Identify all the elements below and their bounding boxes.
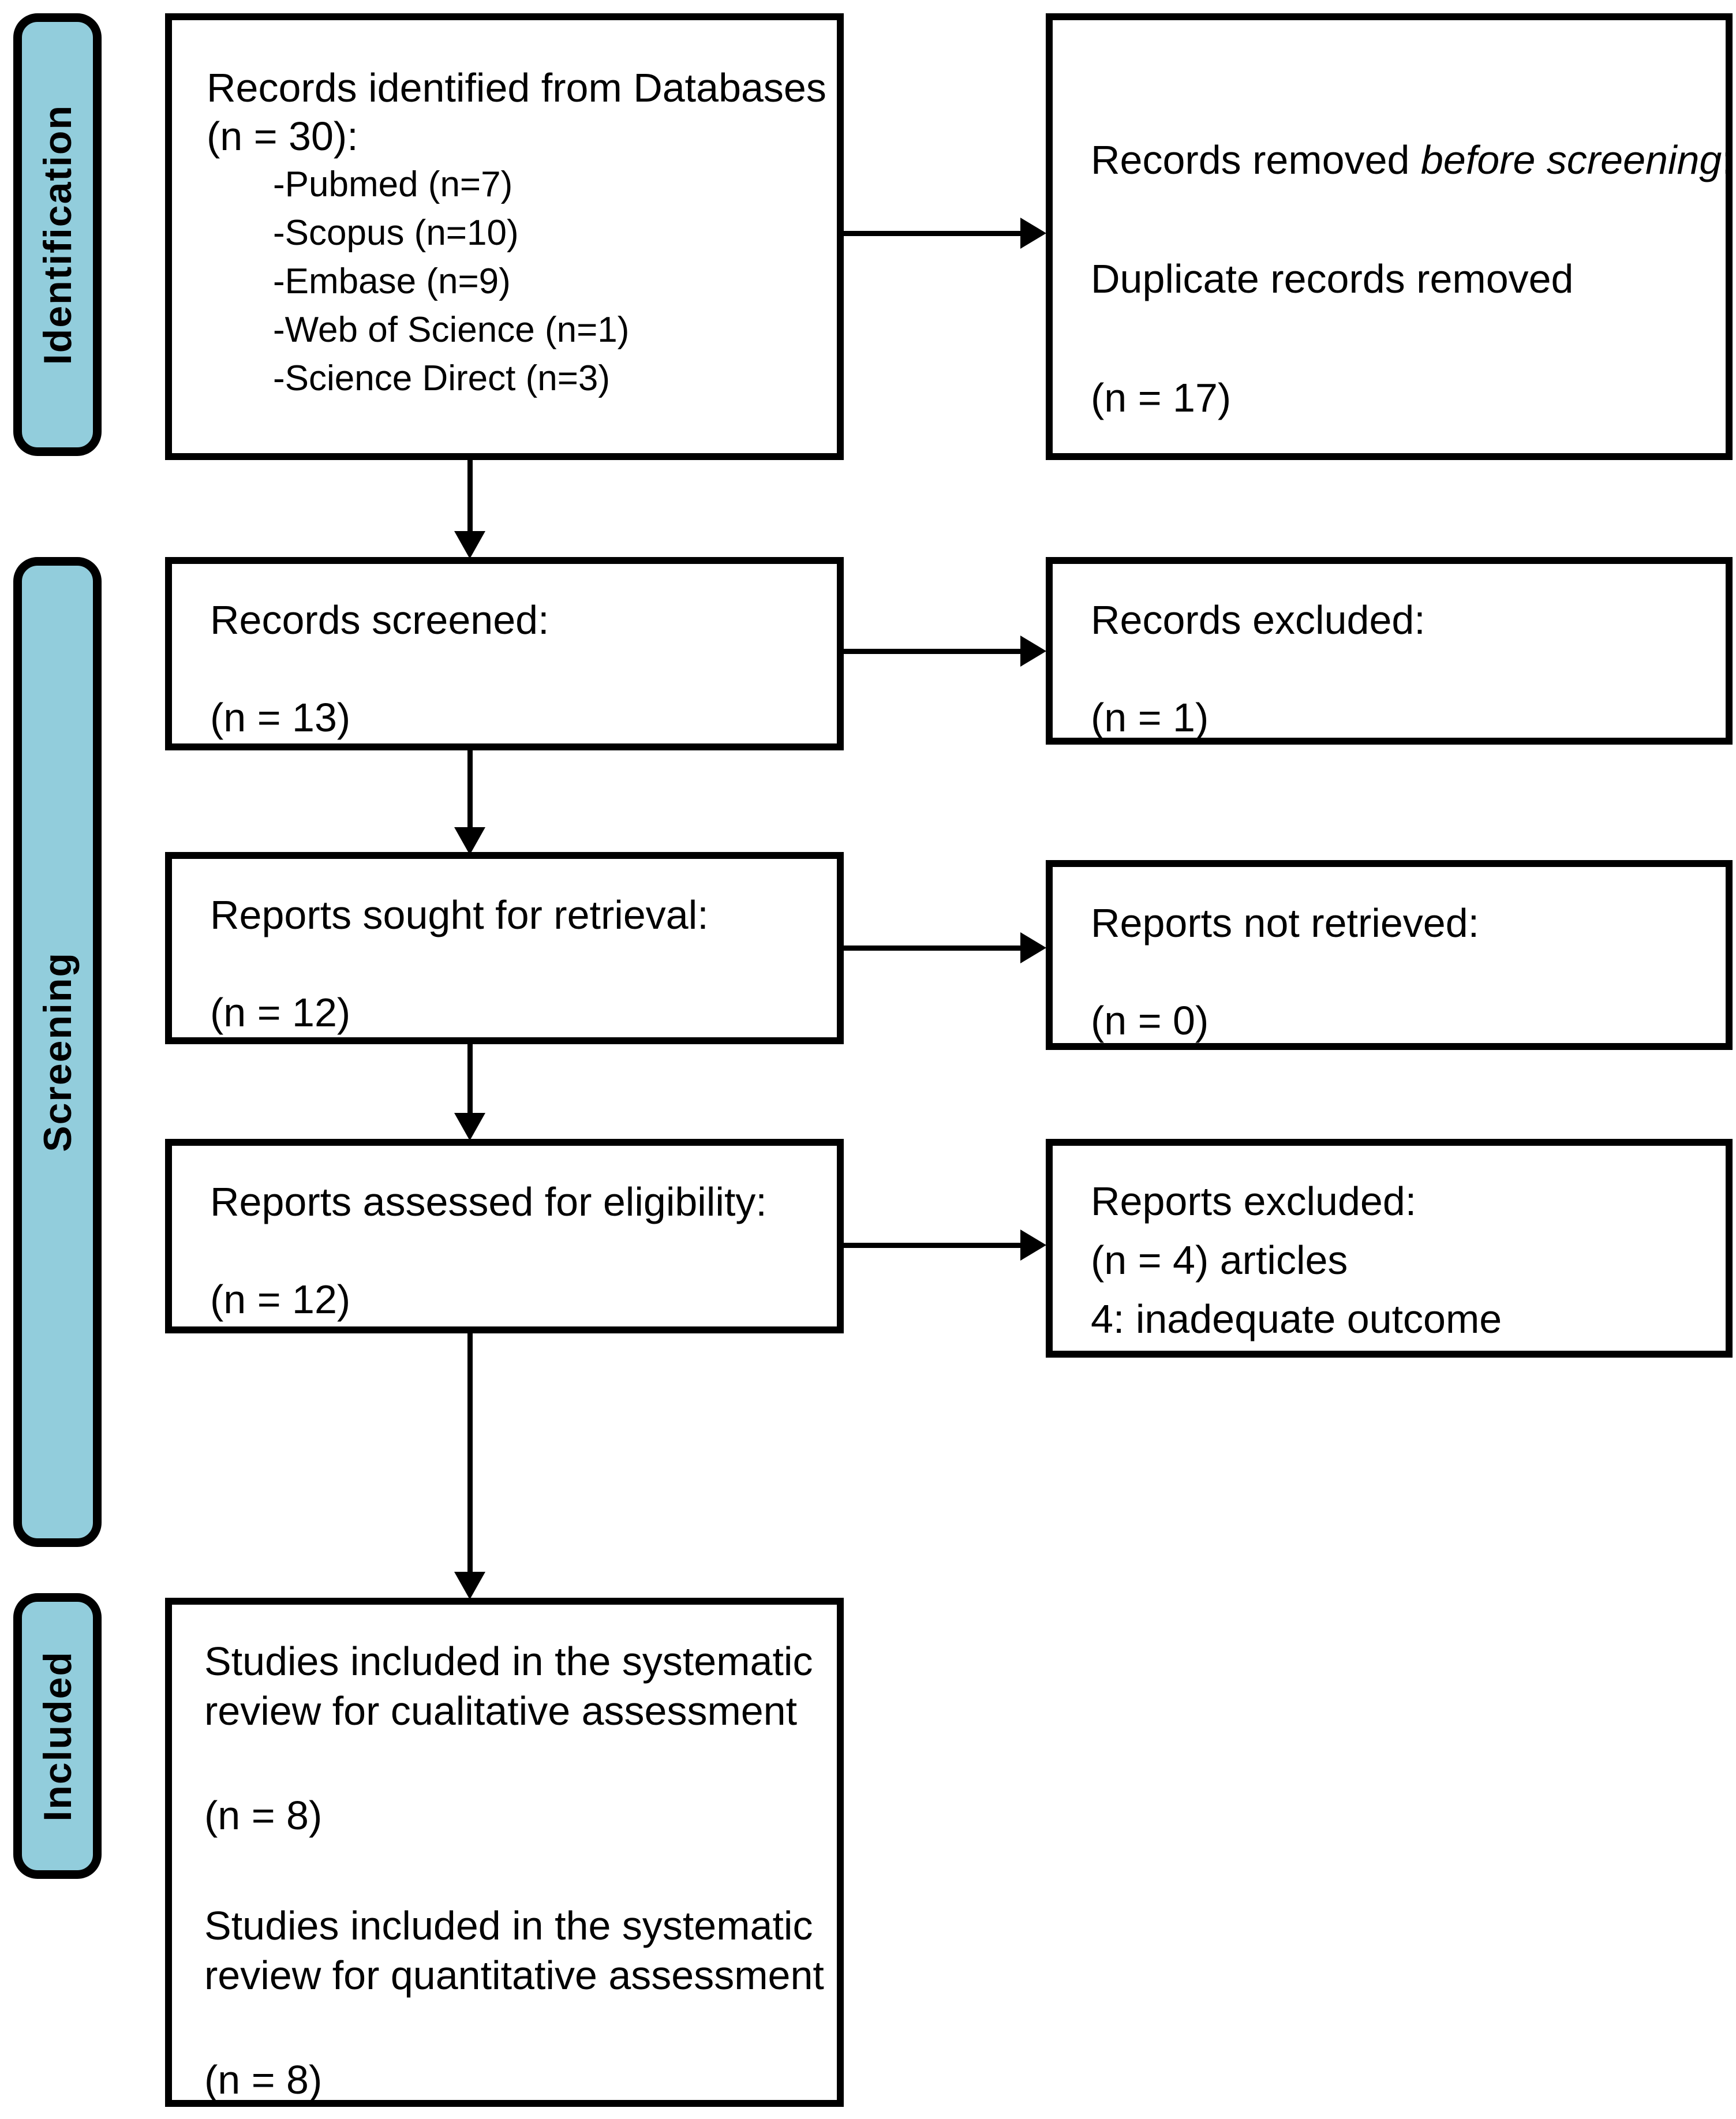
arrow-assessed-to-included-line bbox=[467, 1333, 473, 1572]
records-excluded-count: (n = 1) bbox=[1091, 695, 1209, 740]
reports-not-retrieved-count: (n = 0) bbox=[1091, 998, 1209, 1043]
db-item-embase: -Embase (n=9) bbox=[273, 261, 511, 301]
box-reports-assessed: Reports assessed for eligibility: (n = 1… bbox=[165, 1139, 844, 1333]
quantitative-line1: Studies included in the systematic bbox=[204, 1903, 813, 1948]
stage-label-identification: Identification bbox=[35, 104, 80, 365]
stage-label-screening: Screening bbox=[35, 952, 80, 1152]
arrow-sought-to-not-retrieved-head-icon bbox=[1020, 932, 1046, 963]
box-records-identified: Records identified from Databases (n = 3… bbox=[165, 13, 844, 460]
records-removed-title-prefix: Records removed bbox=[1091, 137, 1421, 182]
reports-sought-count: (n = 12) bbox=[210, 990, 351, 1035]
box-reports-sought: Reports sought for retrieval: (n = 12) bbox=[165, 852, 844, 1044]
reports-assessed-title: Reports assessed for eligibility: bbox=[210, 1179, 767, 1224]
qualitative-line2: review for cualitative assessment bbox=[204, 1688, 798, 1733]
qualitative-count: (n = 8) bbox=[204, 1793, 323, 1838]
arrow-identified-to-removed-head-icon bbox=[1020, 218, 1046, 249]
arrow-assessed-to-included-head-icon bbox=[454, 1572, 485, 1599]
reports-assessed-count: (n = 12) bbox=[210, 1277, 351, 1322]
reports-sought-title: Reports sought for retrieval: bbox=[210, 892, 709, 937]
arrow-screened-to-sought-head-icon bbox=[454, 827, 485, 855]
db-item-science-direct: -Science Direct (n=3) bbox=[273, 358, 611, 398]
stage-tab-included: Included bbox=[13, 1593, 102, 1879]
duplicates-removed-line: Duplicate records removed bbox=[1091, 256, 1574, 301]
box-reports-excluded: Reports excluded: (n = 4) articles 4: in… bbox=[1046, 1139, 1733, 1358]
arrow-screened-to-excluded-line bbox=[844, 649, 1022, 654]
stage-tab-identification: Identification bbox=[13, 13, 102, 456]
box-studies-included: Studies included in the systematic revie… bbox=[165, 1598, 844, 2107]
db-item-scopus: -Scopus (n=10) bbox=[273, 213, 519, 253]
reports-not-retrieved-title: Reports not retrieved: bbox=[1091, 900, 1480, 945]
db-item-web-of-science: -Web of Science (n=1) bbox=[273, 310, 630, 350]
reports-excluded-articles: (n = 4) articles bbox=[1091, 1238, 1348, 1283]
box-records-screened: Records screened: (n = 13) bbox=[165, 557, 844, 750]
arrow-sought-to-assessed-head-icon bbox=[454, 1113, 485, 1141]
arrow-identified-to-removed-line bbox=[844, 231, 1022, 236]
records-identified-line1: Records identified from Databases bbox=[207, 65, 826, 110]
quantitative-count: (n = 8) bbox=[204, 2057, 323, 2102]
arrow-assessed-to-excluded-head-icon bbox=[1020, 1229, 1046, 1261]
box-reports-not-retrieved: Reports not retrieved: (n = 0) bbox=[1046, 860, 1733, 1050]
reports-excluded-title: Reports excluded: bbox=[1091, 1179, 1417, 1224]
arrow-screened-to-sought-line bbox=[467, 745, 473, 827]
records-excluded-title: Records excluded: bbox=[1091, 597, 1426, 642]
records-removed-count: (n = 17) bbox=[1091, 375, 1232, 420]
quantitative-line2: review for quantitative assessment bbox=[204, 1953, 824, 1998]
records-removed-title-italic: before screening bbox=[1420, 137, 1722, 182]
records-removed-title-suffix: : bbox=[1722, 137, 1733, 182]
reports-excluded-reason: 4: inadequate outcome bbox=[1091, 1296, 1502, 1341]
arrow-identified-to-screened-head-icon bbox=[454, 531, 485, 559]
arrow-identified-to-screened-line bbox=[467, 460, 473, 531]
arrow-screened-to-excluded-head-icon bbox=[1020, 636, 1046, 667]
stage-tab-screening: Screening bbox=[13, 557, 102, 1547]
arrow-sought-to-not-retrieved-line bbox=[844, 945, 1022, 951]
box-records-excluded: Records excluded: (n = 1) bbox=[1046, 557, 1733, 745]
arrow-sought-to-assessed-line bbox=[467, 1044, 473, 1113]
records-screened-count: (n = 13) bbox=[210, 695, 351, 740]
stage-label-included: Included bbox=[35, 1650, 80, 1822]
arrow-assessed-to-excluded-line bbox=[844, 1243, 1022, 1248]
db-item-pubmed: -Pubmed (n=7) bbox=[273, 165, 513, 204]
records-removed-title: Records removed before screening: bbox=[1091, 136, 1733, 184]
records-identified-count: (n = 30): bbox=[207, 114, 358, 159]
records-screened-title: Records screened: bbox=[210, 597, 549, 642]
box-records-removed: Records removed before screening: Duplic… bbox=[1046, 13, 1733, 460]
qualitative-line1: Studies included in the systematic bbox=[204, 1639, 813, 1684]
